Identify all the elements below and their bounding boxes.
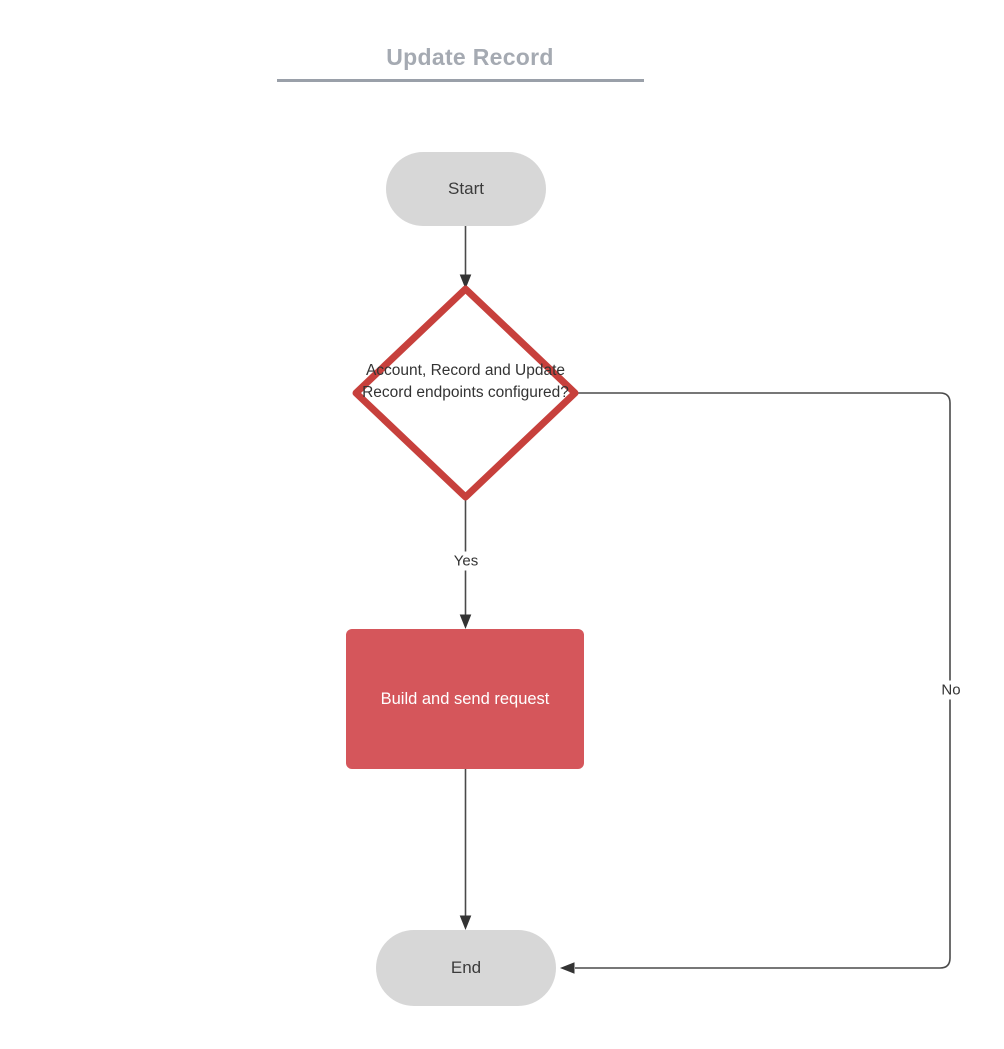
arrowhead-start-to-decision (459, 274, 472, 289)
edge-decision-to-end (575, 392, 951, 969)
process-label: Build and send request (380, 689, 550, 708)
node-process: Build and send request (346, 629, 584, 769)
title-underline (277, 79, 644, 82)
arrowhead-decision-to-process (459, 614, 472, 629)
diagram-title: Update Record (386, 44, 554, 70)
edge-label-no: No (936, 680, 966, 700)
decision-label: Account, Record and Update Record endpoi… (362, 362, 569, 401)
node-decision-shape (352, 285, 579, 501)
end-label: End (450, 958, 482, 977)
start-label: Start (448, 179, 484, 198)
node-start: Start (386, 152, 546, 226)
node-end: End (376, 930, 556, 1006)
arrowhead-decision-to-end (560, 962, 575, 974)
arrowhead-process-to-end (459, 915, 472, 930)
edge-label-yes: Yes (448, 551, 484, 571)
